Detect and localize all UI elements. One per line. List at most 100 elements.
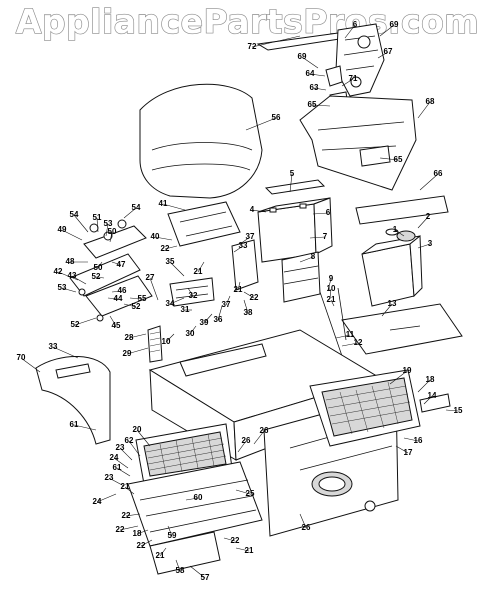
callout-label: 21 [245,546,254,555]
callout: 17 [395,445,413,457]
callout-leader [233,245,244,253]
callout: 8 [299,252,316,263]
callout-leader [203,313,213,324]
callout: 64 [306,69,326,78]
callout-leader [327,278,332,291]
callout-leader [312,212,329,215]
floor-panel-drawing [319,287,463,357]
callout: 52 [123,302,141,311]
callout-leader [52,346,79,359]
callout-label: 4 [250,205,255,214]
callout: 32 [187,287,198,300]
callout-leader [71,275,87,285]
callout-label: 35 [166,257,175,266]
callout: 9 [327,274,334,291]
callout-leader [136,429,151,447]
callout: 66 [419,169,443,191]
callout: 23 [105,473,125,487]
callout: 43 [68,271,87,285]
callout: 72 [248,35,301,51]
callout-leader [116,467,131,477]
callout-label: 39 [200,318,209,327]
callout-label: 22 [116,525,125,534]
callout: 7 [309,232,328,241]
callout-label: 54 [70,210,79,219]
callout-leader [154,236,173,241]
callout: 58 [175,559,185,575]
callout-leader [344,24,356,39]
callout-leader [159,547,167,557]
callout-label: 36 [214,315,223,324]
callout: 44 [107,294,123,303]
callout-leader [123,207,137,219]
callout: 25 [235,489,255,498]
callout: 61 [113,463,131,477]
callout-label: 65 [394,155,403,164]
callout-leader [377,51,389,59]
callout-leader [445,409,459,412]
callout: 21 [235,546,254,555]
callout: 55 [129,294,147,303]
callout-leader [311,104,331,107]
callout-label: 12 [354,338,363,347]
callout-label: 1 [393,225,398,234]
callout: 46 [111,286,127,295]
callout: 20 [133,425,151,447]
callout-leader [128,440,141,457]
callout-label: 72 [248,42,257,51]
callout-label: 53 [58,283,67,292]
callout-leader [253,430,265,445]
callout-label: 29 [123,349,132,358]
callout-label: 69 [298,52,307,61]
callout: 27 [146,273,159,301]
callout-label: 8 [311,252,316,261]
callout: 12 [341,338,363,347]
callout: 70 [17,353,41,373]
callout: 34 [166,297,185,308]
callout-label: 53 [104,219,113,228]
callout: 62 [125,436,141,457]
callout: 59 [168,525,177,540]
callout: 54 [70,210,89,233]
callout: 37 [239,232,255,245]
callout: 22 [116,525,139,534]
callout-label: 26 [302,523,311,532]
callout-leader [394,229,405,237]
callout: 36 [214,305,223,324]
callout-leader [128,333,147,339]
callout-label: 30 [186,329,195,338]
callout: 54 [123,203,141,219]
callout: 6 [344,20,358,39]
seat-drawing [139,83,263,199]
callout-leader [95,276,105,279]
callout-label: 17 [404,448,413,457]
callout-leader [187,287,194,297]
callout: 26 [237,436,251,453]
callout: 24 [110,453,129,469]
callout-label: 48 [66,257,75,266]
callout: 28 [125,333,147,342]
left-footrest-drawing [127,423,263,575]
callout-leader [243,299,249,314]
callout-label: 38 [244,308,253,317]
callout-label: 71 [349,74,358,83]
callout-leader [109,315,117,327]
callout: 1 [393,225,405,237]
callout: 48 [66,257,88,266]
fender-panel-drawing [299,95,449,225]
callout-leader [175,559,181,572]
callout-leader [140,539,153,547]
callout-label: 52 [132,302,141,311]
callout-leader [313,87,327,91]
callout-label: 23 [105,473,114,482]
callout-label: 26 [242,436,251,445]
callout: 61 [70,420,97,431]
callout-label: 50 [94,263,103,272]
callout: 22 [161,244,178,253]
callout-leader [235,489,251,495]
callout: 67 [377,47,393,59]
callout-leader [73,424,97,431]
callout-label: 59 [168,531,177,540]
